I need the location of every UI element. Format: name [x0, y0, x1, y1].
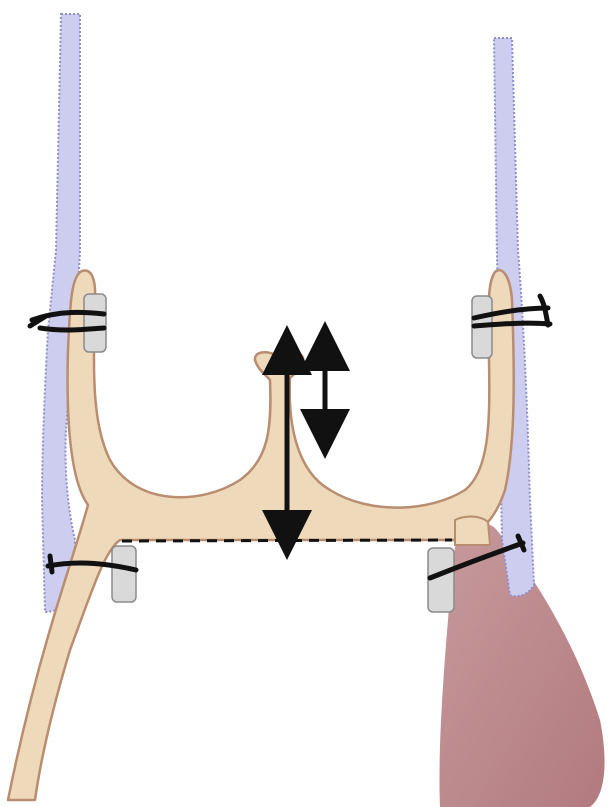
- pledget-icon: [84, 294, 106, 352]
- tissue-right-stump: [455, 516, 490, 545]
- valve-leaflet-tissue-icon: [8, 270, 514, 800]
- pledget-icon: [112, 546, 136, 602]
- pledget-icon: [428, 548, 454, 612]
